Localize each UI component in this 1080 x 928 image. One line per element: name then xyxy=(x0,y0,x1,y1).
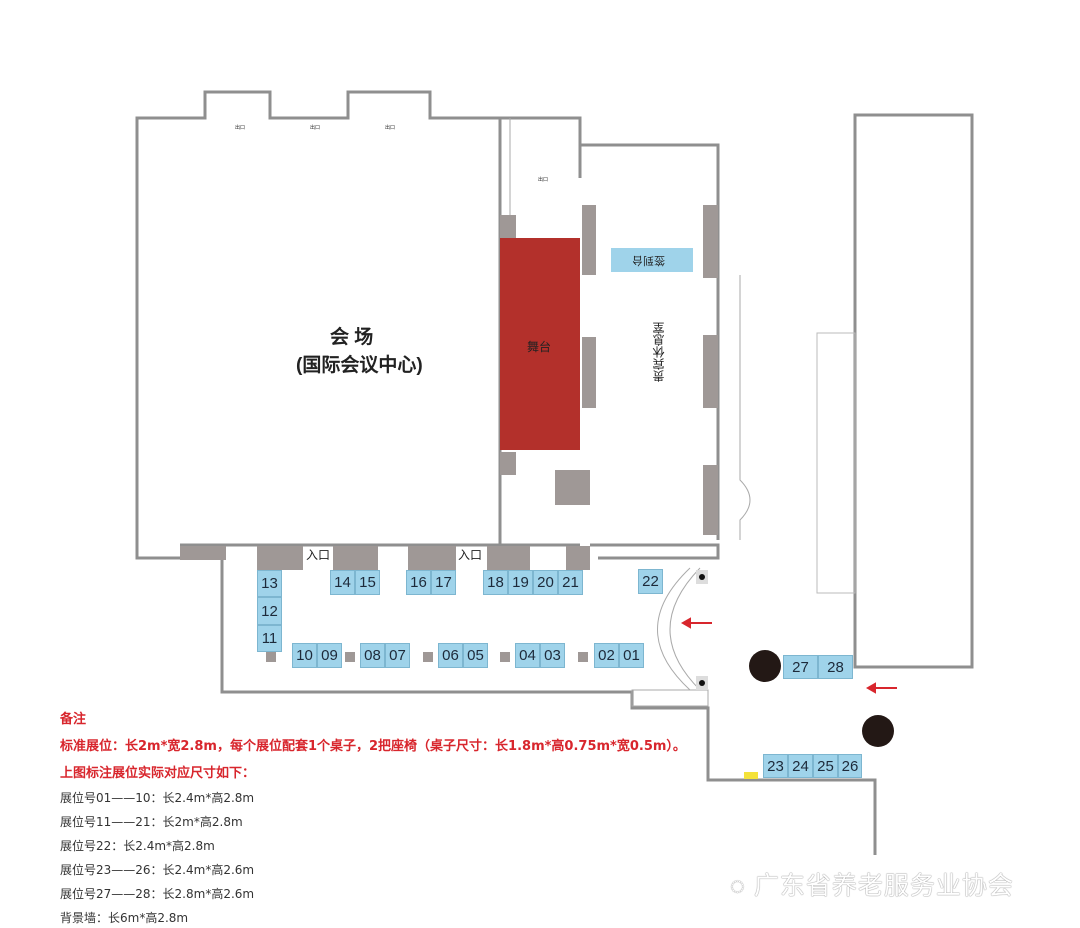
exit-label: 出口 xyxy=(235,125,246,131)
booth-09[interactable]: 09 xyxy=(317,643,342,668)
entrance-label: 入口 xyxy=(306,548,331,562)
arrow-icon xyxy=(680,617,897,694)
booth-03[interactable]: 03 xyxy=(540,643,565,668)
booth-06[interactable]: 06 xyxy=(438,643,463,668)
booth-13[interactable]: 13 xyxy=(257,570,282,597)
booth-19[interactable]: 19 xyxy=(508,570,533,595)
notes-subheading: 上图标注展位实际对应尺寸如下： xyxy=(60,766,256,781)
booth-10[interactable]: 10 xyxy=(292,643,317,668)
size-item: 展位号27——28：长2.8m*高2.6m xyxy=(60,887,255,901)
exit-label: 出口 xyxy=(385,125,396,131)
size-item: 展位号23——26：长2.4m*高2.6m xyxy=(60,863,255,877)
booth-17[interactable]: 17 xyxy=(431,570,456,595)
notes: 备注 标准展位：长2m*宽2.8m，每个展位配套1个桌子，2把座椅（桌子尺寸：长… xyxy=(60,708,686,928)
booth-28[interactable]: 28 xyxy=(818,655,853,679)
notes-heading: 备注 xyxy=(60,712,87,727)
booth-14[interactable]: 14 xyxy=(330,570,355,595)
hall-subtitle: (国际会议中心) xyxy=(296,355,423,376)
booth-18[interactable]: 18 xyxy=(483,570,508,595)
booth-08[interactable]: 08 xyxy=(360,643,385,668)
sign-desk-label: 签到台 xyxy=(632,254,665,266)
booth-15[interactable]: 15 xyxy=(355,570,380,595)
wall-blocks xyxy=(180,205,718,662)
vip-room-label: 贵宾休息室 xyxy=(652,322,666,382)
booth-16[interactable]: 16 xyxy=(406,570,431,595)
booth-25[interactable]: 25 xyxy=(813,754,838,778)
stairs xyxy=(816,332,856,594)
wechat-icon: ◌ xyxy=(730,872,754,900)
booth-21[interactable]: 21 xyxy=(558,570,583,595)
watermark-text: 广东省养老服务业协会 xyxy=(753,872,1014,900)
booth-22[interactable]: 22 xyxy=(638,569,663,594)
hall-title: 会 场 xyxy=(330,327,374,348)
booth-07[interactable]: 07 xyxy=(385,643,410,668)
notes-standard: 标准展位：长2m*宽2.8m，每个展位配套1个桌子，2把座椅（桌子尺寸：长1.8… xyxy=(60,739,686,754)
entrance-label: 入口 xyxy=(458,548,483,562)
booth-04[interactable]: 04 xyxy=(515,643,540,668)
exit-label: 出口 xyxy=(538,177,549,183)
booth-11[interactable]: 11 xyxy=(257,625,282,652)
booth-27[interactable]: 27 xyxy=(783,655,818,679)
stage-label: 舞台 xyxy=(527,340,552,354)
watermark: ◌ 广东省养老服务业协会 xyxy=(730,866,1014,902)
exit-label: 出口 xyxy=(310,125,321,131)
pillar xyxy=(862,715,894,747)
size-item: 展位号11——21：长2m*高2.8m xyxy=(60,815,243,829)
booth-20[interactable]: 20 xyxy=(533,570,558,595)
size-item: 展位号01——10：长2.4m*高2.8m xyxy=(60,791,255,805)
pillar xyxy=(749,650,781,682)
booth-05[interactable]: 05 xyxy=(463,643,488,668)
size-item: 展位号22：长2.4m*高2.8m xyxy=(60,839,215,853)
booth-12[interactable]: 12 xyxy=(257,597,282,625)
booth-02[interactable]: 02 xyxy=(594,643,619,668)
booth-26[interactable]: 26 xyxy=(838,754,862,778)
booth-24[interactable]: 24 xyxy=(788,754,813,778)
stage-area xyxy=(500,238,580,450)
size-item: 背景墙：长6m*高2.8m xyxy=(60,911,189,925)
booth-23[interactable]: 23 xyxy=(763,754,788,778)
booth-01[interactable]: 01 xyxy=(619,643,644,668)
